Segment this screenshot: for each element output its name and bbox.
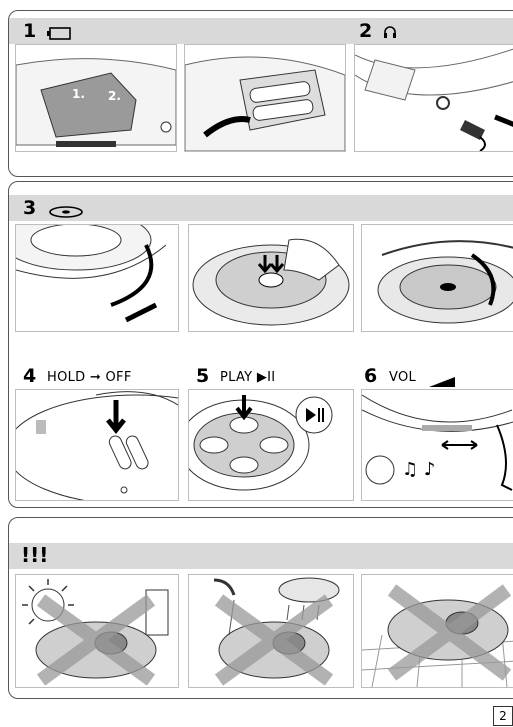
volume-control-illustration: ♫ ♪ bbox=[361, 389, 513, 501]
battery-icon bbox=[47, 25, 71, 44]
step-4-label: HOLD ➞ OFF bbox=[47, 370, 132, 386]
drop-warning-illustration bbox=[361, 574, 513, 688]
header-bar bbox=[9, 18, 513, 44]
lid-open-illustration bbox=[15, 224, 179, 332]
step-3-number: 3 bbox=[23, 197, 36, 219]
header-bar bbox=[9, 543, 513, 569]
step-6-label: VOL bbox=[389, 370, 416, 386]
step-1-number: 1 bbox=[23, 20, 36, 42]
lid-close-illustration bbox=[361, 224, 513, 332]
water-warning-illustration bbox=[188, 574, 354, 688]
panel-warnings: !!! bbox=[8, 517, 513, 699]
page-number: 2 bbox=[493, 706, 513, 726]
step-5-label: PLAY ▶II bbox=[220, 370, 275, 386]
svg-text:♫ ♪: ♫ ♪ bbox=[402, 459, 435, 480]
heat-warning-illustration bbox=[15, 574, 179, 688]
disc-insert-illustration bbox=[188, 224, 354, 332]
panel-playback-steps: 3 4 HOLD ➞ OFF 5 PL bbox=[8, 181, 513, 508]
step-5-number: 5 bbox=[196, 365, 209, 387]
callout-one: 1. bbox=[72, 87, 85, 101]
battery-insert-illustration bbox=[184, 44, 346, 152]
callout-two: 2. bbox=[108, 89, 121, 103]
step-4-number: 4 bbox=[23, 365, 36, 387]
panel-power-and-headphones: 1 2 1. 2. bbox=[8, 10, 513, 177]
disc-icon bbox=[49, 203, 83, 222]
headphones-icon bbox=[383, 24, 397, 43]
step-2-number: 2 bbox=[359, 20, 372, 42]
battery-cover-illustration: 1. 2. bbox=[15, 44, 177, 152]
hold-switch-illustration bbox=[15, 389, 179, 501]
step-6-number: 6 bbox=[364, 365, 377, 387]
play-button-illustration bbox=[188, 389, 354, 501]
header-bar bbox=[9, 195, 513, 221]
headphone-jack-illustration bbox=[354, 44, 513, 152]
warning-label: !!! bbox=[21, 544, 48, 566]
